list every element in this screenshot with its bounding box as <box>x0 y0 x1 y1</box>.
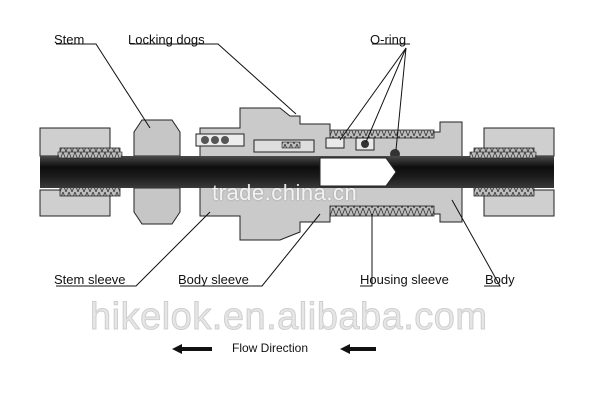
label-stem: Stem <box>54 32 85 47</box>
label-body: Body <box>485 272 515 287</box>
watermark-center: trade.china.cn <box>212 180 358 205</box>
label-locking-dogs: Locking dogs <box>128 32 205 47</box>
label-o-ring: O-ring <box>370 32 407 47</box>
locking-dogs <box>195 133 315 153</box>
flow-direction-label: Flow Direction <box>232 341 309 355</box>
flow-arrows <box>172 344 376 354</box>
watermark-site: hikelok.en.alibaba.com <box>90 296 488 339</box>
poppet <box>319 157 397 187</box>
tube <box>40 156 554 188</box>
label-stem-sleeve: Stem sleeve <box>54 272 126 287</box>
label-body-sleeve: Body sleeve <box>178 272 249 287</box>
label-housing-sleeve: Housing sleeve <box>360 272 449 287</box>
right-nut <box>473 127 555 217</box>
stem-hex-lower <box>133 187 181 225</box>
leader-lines <box>56 43 501 287</box>
stem-hex <box>133 119 181 157</box>
